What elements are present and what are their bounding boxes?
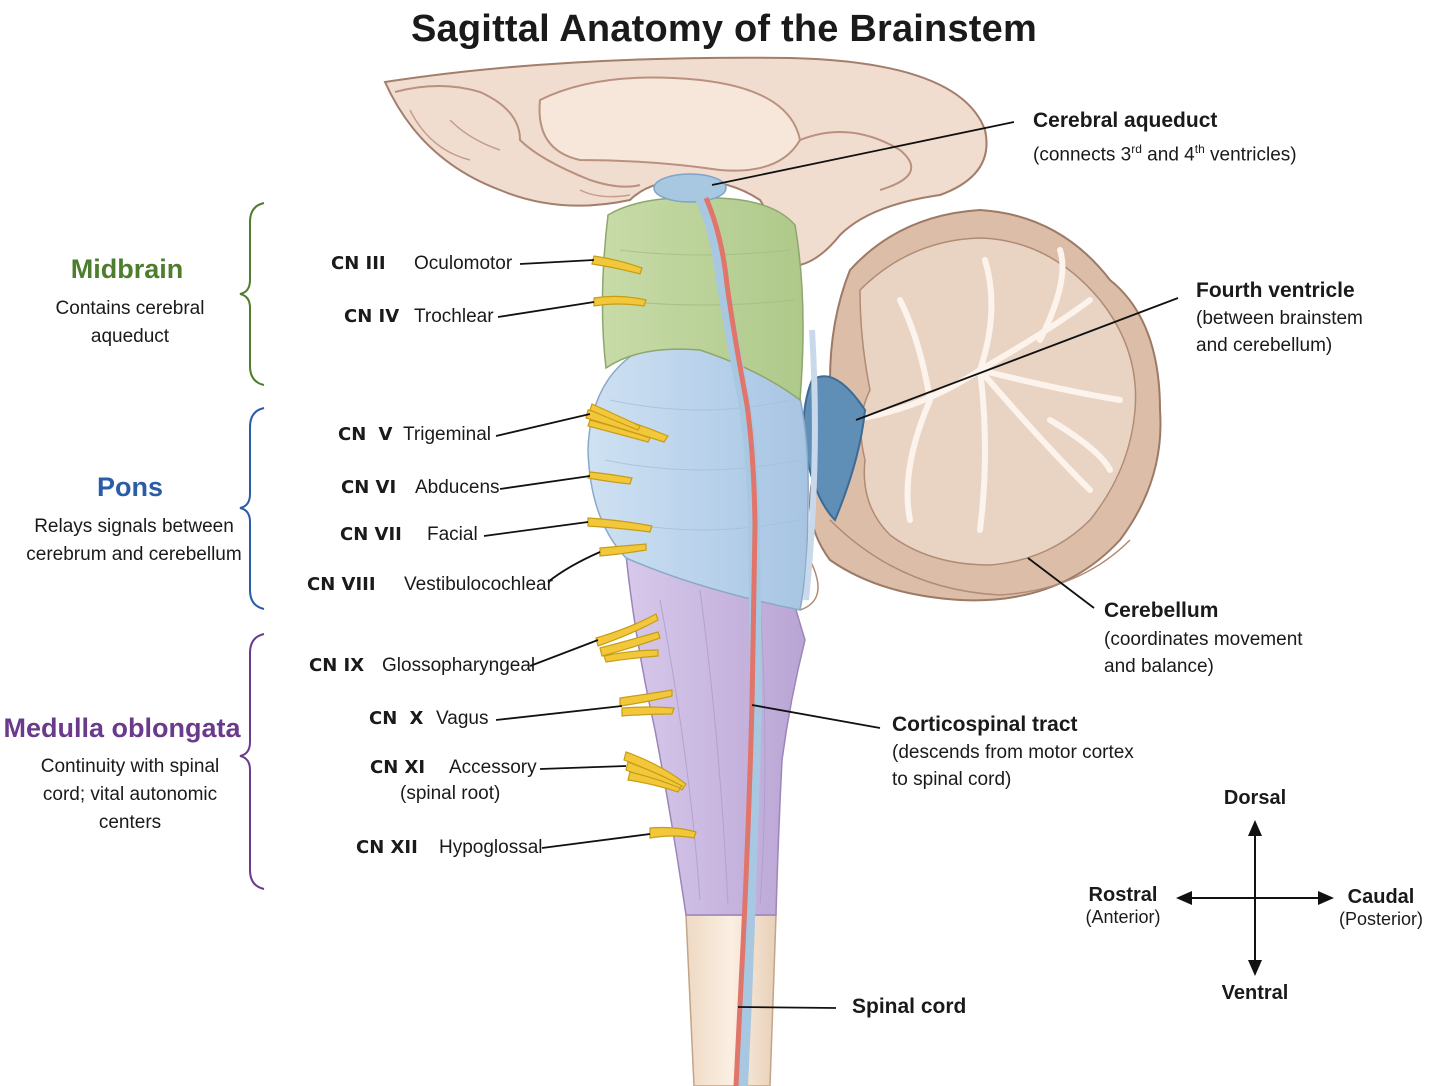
fourth-ventricle-description: (between brainstem and cerebellum) (1196, 308, 1363, 356)
cerebral-aqueduct-title: Cerebral aqueduct (1033, 109, 1218, 132)
cerebral-aqueduct-description: (connects 3rd and 4th ventricles) (1033, 142, 1297, 166)
pons-label: Pons (96, 472, 163, 502)
cn-ix-code: CN IX (309, 655, 365, 676)
cn-vi-code: CN VI (341, 477, 397, 498)
cn-xii-name: Hypoglossal (439, 837, 543, 858)
cn-iv-name: Trochlear (414, 306, 494, 327)
pons-description: Relays signals between cerebrum and cere… (26, 516, 242, 565)
midbrain-brace (239, 202, 265, 386)
cerebellum-shape (799, 208, 1162, 611)
aqueduct-bulb (653, 173, 727, 203)
compass-ventral: Ventral (1221, 982, 1289, 1004)
leader-lines (483, 121, 1179, 1009)
cn-viii-code: CN VIII (307, 574, 376, 595)
cn-x-code: CN X (369, 708, 424, 729)
cn-iii-code: CN III (331, 253, 386, 274)
cn-viii-name: Vestibulocochlear (404, 574, 553, 595)
cn-xii-code: CN XII (356, 837, 418, 858)
spinal-cord-shape (685, 914, 777, 1086)
cn-xi-note: (spinal root) (400, 783, 501, 804)
medulla-label: Medulla oblongata (3, 713, 241, 743)
cn-xi-code: CN XI (370, 757, 426, 778)
compass-rostral: Rostral (Anterior) (1085, 884, 1161, 927)
corticospinal-description: (descends from motor cortex to spinal co… (892, 742, 1134, 790)
cerebrum-section (383, 56, 988, 267)
cranial-nerve-roots (585, 255, 697, 839)
spinal-cord-title: Spinal cord (852, 995, 967, 1018)
cn-vi-name: Abducens (415, 477, 500, 498)
cn-x-name: Vagus (436, 708, 489, 729)
corticospinal-tract-line (703, 197, 758, 1086)
cn-v-code: CN V (338, 424, 393, 445)
cn-v-name: Trigeminal (403, 424, 491, 445)
page-title: Sagittal Anatomy of the Brainstem (411, 8, 1037, 50)
corticospinal-title: Corticospinal tract (892, 713, 1078, 736)
midbrain-label: Midbrain (70, 254, 184, 284)
medulla-brace (239, 633, 265, 890)
cn-ix-name: Glossopharyngeal (382, 655, 536, 676)
cerebellum-description: (coordinates movement and balance) (1104, 629, 1303, 677)
cerebellum-title: Cerebellum (1104, 599, 1219, 622)
orientation-compass (1176, 820, 1334, 976)
cn-vii-code: CN VII (340, 524, 402, 545)
fourth-ventricle-title: Fourth ventricle (1196, 279, 1355, 302)
cn-iii-name: Oculomotor (414, 253, 513, 274)
cn-vii-name: Facial (427, 524, 478, 545)
pons-brace (239, 407, 265, 610)
midbrain-description: Contains cerebral aqueduct (55, 298, 205, 347)
medulla-description: Continuity with spinal cord; vital auton… (40, 756, 220, 833)
cn-iv-code: CN IV (344, 306, 400, 327)
compass-caudal: Caudal (Posterior) (1338, 886, 1423, 929)
compass-dorsal: Dorsal (1223, 787, 1287, 809)
cn-xi-name: Accessory (449, 757, 537, 778)
medulla-shape (625, 554, 806, 916)
